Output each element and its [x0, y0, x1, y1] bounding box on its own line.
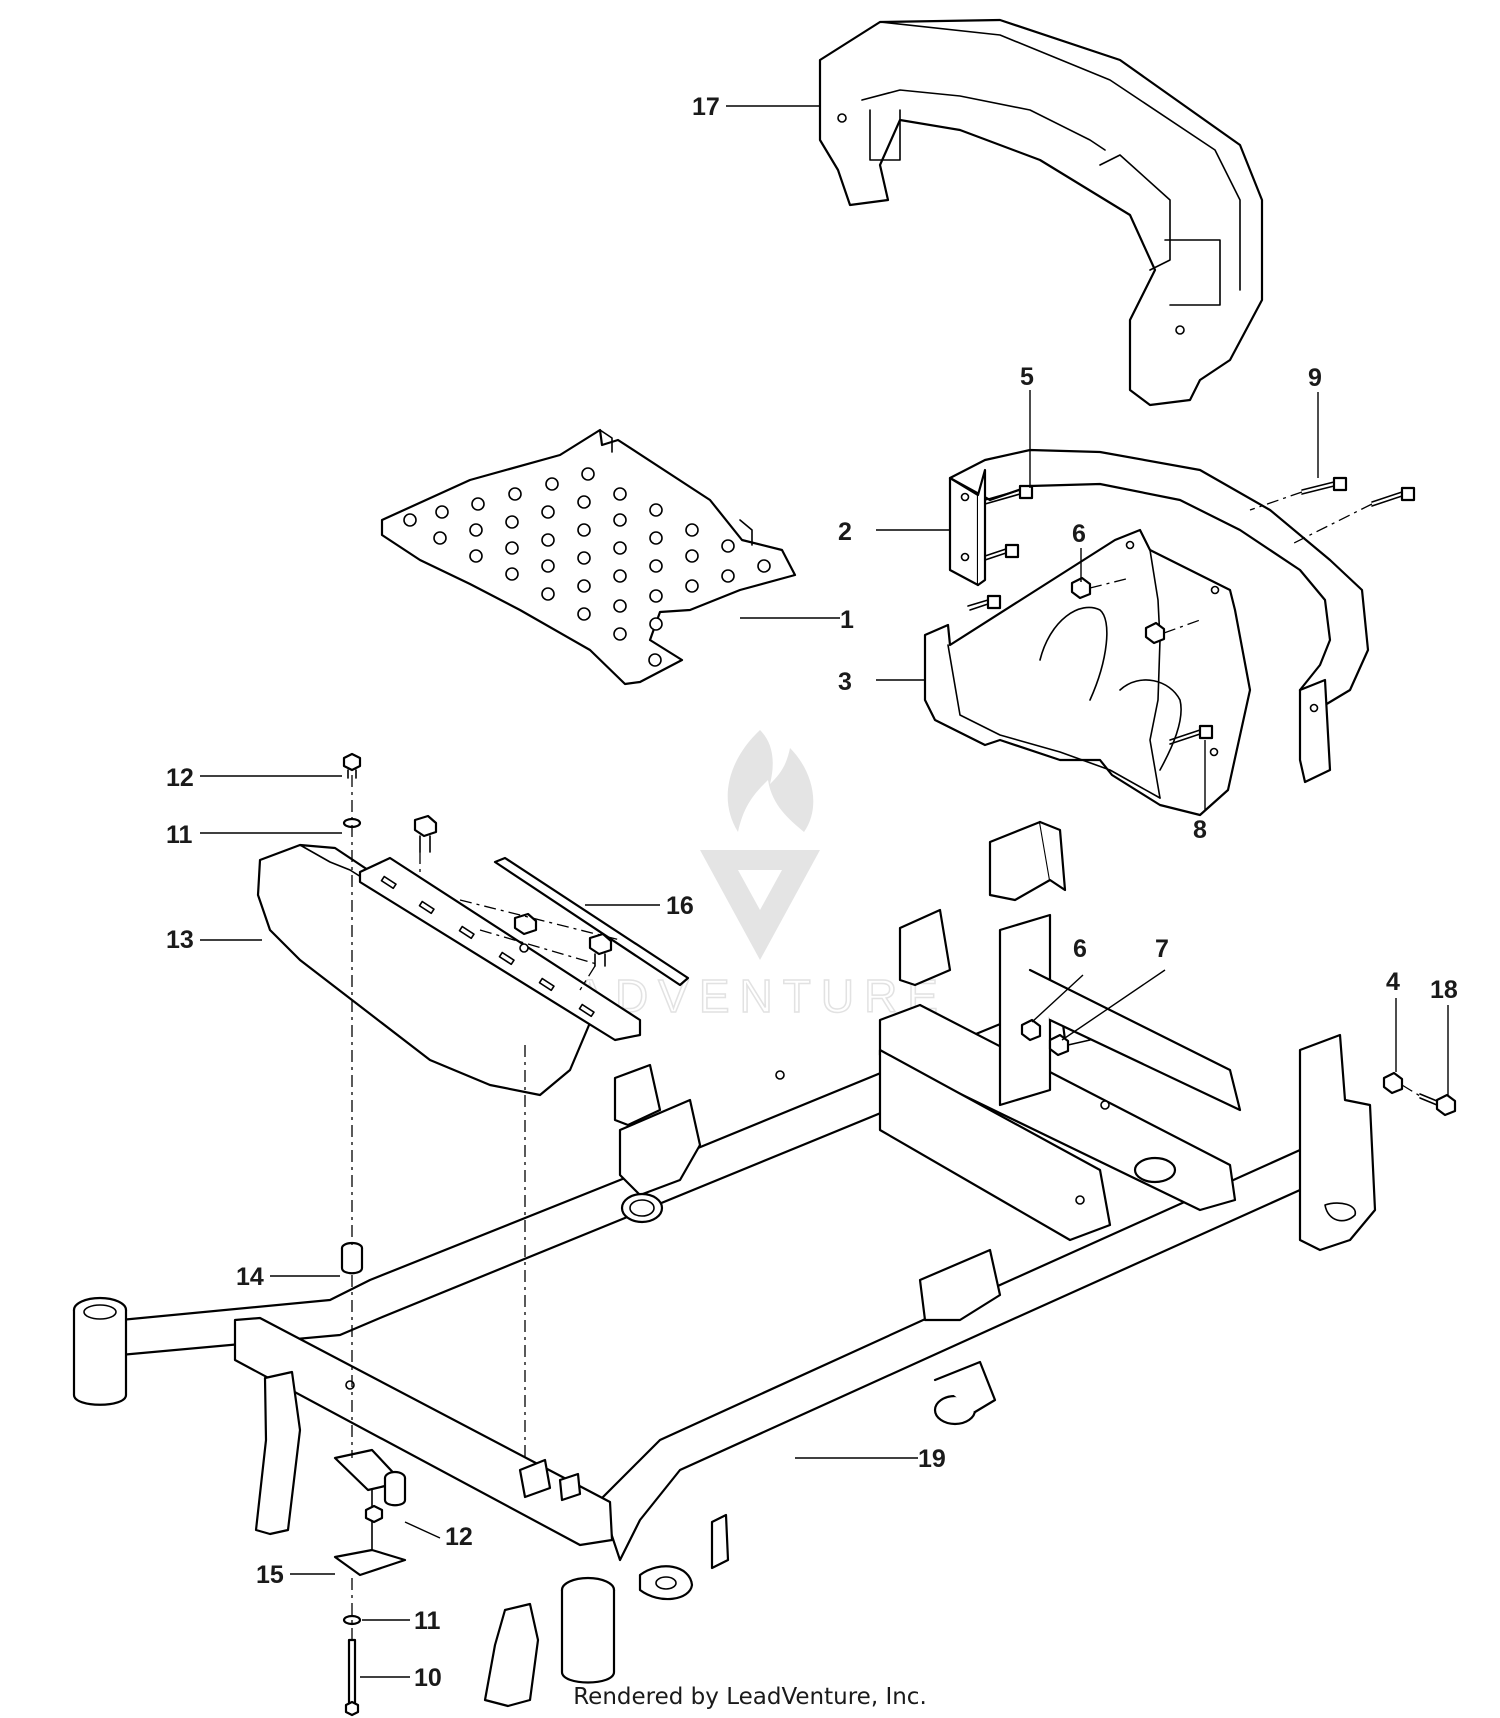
callout-9: 9: [1308, 364, 1322, 392]
callout-6-upper: 6: [1072, 520, 1086, 548]
callout-11-bottom: 11: [414, 1607, 441, 1635]
left-hardware-stack[interactable]: [333, 752, 621, 1717]
callout-2: 2: [838, 518, 852, 546]
callout-6-lower: 6: [1073, 935, 1087, 963]
part-16-strip[interactable]: [493, 856, 690, 987]
part-5-bolt[interactable]: [984, 484, 1034, 561]
part-6-nut-upper[interactable]: [1070, 576, 1166, 645]
part-7-bolt[interactable]: [1048, 1033, 1091, 1057]
callout-19: 19: [918, 1445, 946, 1473]
callout-11-top: 11: [166, 821, 193, 849]
part-17-rear-bumper[interactable]: [818, 18, 1264, 407]
part-15-bracket[interactable]: [333, 1448, 407, 1577]
callout-13: 13: [166, 926, 194, 954]
callout-14: 14: [236, 1263, 264, 1291]
callout-4: 4: [1386, 968, 1400, 996]
part-3-seat-bracket[interactable]: [923, 528, 1252, 817]
part-13-front-cover[interactable]: [256, 843, 642, 1097]
callout-10: 10: [414, 1664, 442, 1692]
callout-1: 1: [840, 606, 854, 634]
cover-slots: [380, 875, 595, 1018]
part-9-bolt[interactable]: [1301, 476, 1416, 507]
callout-8: 8: [1193, 816, 1207, 844]
part-4-nut[interactable]: [1382, 1071, 1404, 1095]
callout-12-bottom: 12: [445, 1523, 473, 1551]
leader-lines: [200, 105, 1449, 1678]
part-1-floor-plate[interactable]: [380, 428, 797, 686]
part-14-spacer[interactable]: [340, 1241, 364, 1275]
part-8-bolt[interactable]: [967, 594, 1214, 745]
callout-3: 3: [838, 668, 852, 696]
callout-7: 7: [1155, 935, 1169, 963]
part-6-nut-lower[interactable]: [1020, 1018, 1042, 1042]
part-19-main-frame[interactable]: [72, 820, 1377, 1708]
seat-hardware[interactable]: [967, 476, 1416, 745]
cover-hardware[interactable]: [413, 814, 613, 991]
callout-12-top: 12: [166, 764, 194, 792]
callout-15: 15: [256, 1561, 284, 1589]
callout-5: 5: [1020, 363, 1034, 391]
part-2-roll-bar[interactable]: [948, 448, 1370, 784]
callout-16: 16: [666, 892, 694, 920]
callouts: 17 5 9 2 6 1 3 8 12 11 13 16 6 7 4 18 14…: [166, 93, 1458, 1692]
frame-hardware[interactable]: [1020, 1018, 1457, 1117]
part-18-bolt[interactable]: [1419, 1093, 1457, 1117]
floor-plate-holes: [403, 467, 771, 667]
part-10-bolt[interactable]: [344, 1638, 360, 1717]
part-12-bolt-top[interactable]: [342, 752, 362, 779]
callout-17: 17: [692, 93, 720, 121]
callout-18: 18: [1430, 976, 1458, 1004]
footer-credit: Rendered by LeadVenture, Inc.: [573, 1684, 927, 1710]
